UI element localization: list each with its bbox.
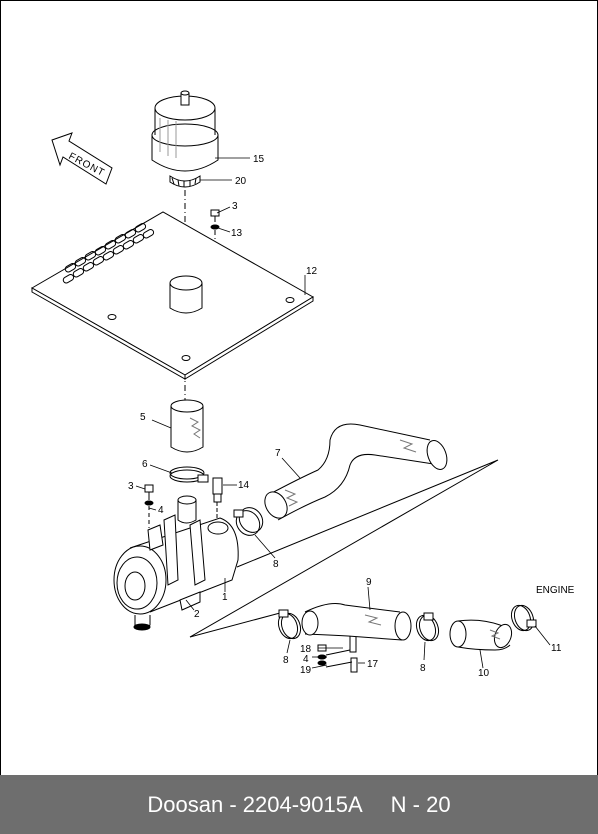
- callout-7: 7: [275, 448, 281, 459]
- callout-15: 15: [253, 154, 265, 165]
- leader-lines: [135, 157, 551, 669]
- precleaner: [151, 90, 219, 188]
- callout-3-left: 3: [128, 481, 134, 492]
- callout-10: 10: [478, 668, 490, 679]
- callout-8-left: 8: [273, 559, 279, 570]
- front-arrow: FRONT: [51, 132, 113, 185]
- parts-diagram: FRONT: [30, 90, 575, 679]
- callout-4-left: 4: [158, 505, 164, 516]
- engine-connection-lines: [189, 459, 499, 638]
- footer-part-number: Doosan - 2204-9015A: [147, 791, 363, 817]
- callout-18: 18: [300, 644, 312, 655]
- hose-7: [264, 423, 448, 521]
- air-cleaner-body: [113, 495, 239, 631]
- callout-17: 17: [367, 659, 379, 670]
- clamp-11: [510, 604, 537, 632]
- engine-label: ENGINE: [536, 585, 575, 596]
- elbow-hose-10: [449, 619, 513, 651]
- callout-11: 11: [551, 643, 562, 654]
- clamp-8-middle: [415, 612, 440, 642]
- callout-1: 1: [222, 592, 228, 603]
- callout-8-bottom: 8: [283, 655, 289, 666]
- callout-12: 12: [306, 266, 318, 277]
- vent-slots: [62, 223, 155, 284]
- callout-14: 14: [238, 480, 250, 491]
- bolt-washer-left: [144, 484, 154, 528]
- inlet-tube: [170, 399, 204, 453]
- fastener-group-bottom: [317, 644, 358, 673]
- footer-bar: Doosan - 2204-9015A N - 20: [0, 775, 598, 834]
- callout-6: 6: [142, 459, 148, 470]
- callout-4-bottom: 4: [303, 654, 309, 665]
- callouts: 15 20 3 13 12 5 6 14 3 4 7 8 1 2 9 8 8 1…: [128, 154, 575, 679]
- callout-13: 13: [231, 228, 243, 239]
- callout-20: 20: [235, 176, 247, 187]
- callout-5: 5: [140, 412, 146, 423]
- clamp-6: [169, 466, 209, 483]
- tube-9: [301, 603, 412, 653]
- footer-page-number: N - 20: [390, 791, 451, 817]
- callout-2: 2: [194, 609, 200, 620]
- clamp-8-left: [233, 507, 264, 536]
- callout-3-top: 3: [232, 201, 238, 212]
- callout-9: 9: [366, 577, 372, 588]
- callout-8-middle: 8: [420, 663, 426, 674]
- callout-19: 19: [300, 665, 312, 676]
- clamp-8-bottom: [277, 609, 302, 640]
- hood-plate: [30, 211, 314, 380]
